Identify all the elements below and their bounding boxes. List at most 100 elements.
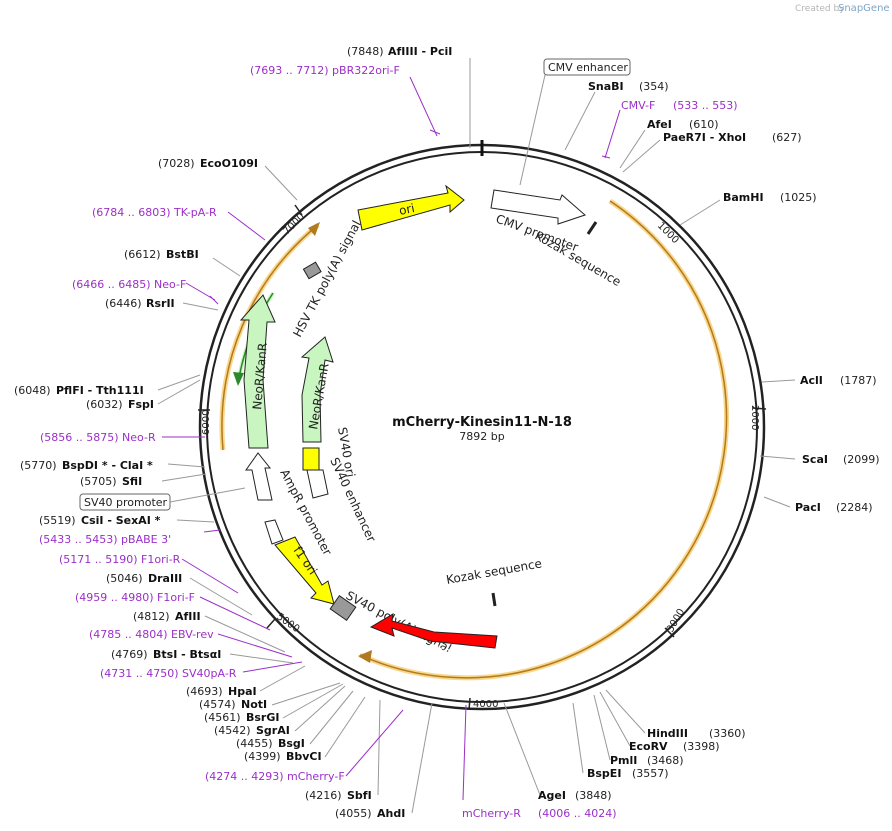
feature-neor-kanr-outer[interactable]: NeoR/KanR bbox=[239, 294, 276, 449]
svg-text:DraIII: DraIII bbox=[148, 572, 182, 585]
feature-label-hsv-tk: HSV TK poly(A) signal bbox=[290, 218, 363, 339]
site-afliii-pcii[interactable]: (7848) AfIIII - PciI bbox=[347, 45, 452, 58]
feature-kozak-top[interactable]: Kozak sequence bbox=[533, 221, 624, 289]
feature-cmv-promoter[interactable]: CMV promoter bbox=[490, 189, 586, 254]
site-fspi[interactable]: (6032) FspI bbox=[86, 398, 154, 411]
site-bspdi-clai[interactable]: (5770) BspDI * - ClaI * bbox=[20, 459, 153, 472]
primer-f1ori-f[interactable]: (4959 .. 4980) F1ori-F bbox=[75, 591, 195, 604]
boxed-label-cmv-enhancer[interactable]: CMV enhancer bbox=[519, 58, 631, 186]
site-bsrgi[interactable]: (4561) BsrGI bbox=[204, 711, 279, 724]
site-csii-sexai[interactable]: (5519) CsiI - SexAI * bbox=[39, 514, 161, 527]
site-afiii[interactable]: (4812) AfIII bbox=[133, 610, 201, 623]
feature-ori[interactable]: ori bbox=[357, 184, 465, 231]
primer-leaders bbox=[162, 76, 621, 801]
svg-text:(7028): (7028) bbox=[158, 157, 195, 170]
site-rsrii[interactable]: (6446) RsrII bbox=[105, 297, 175, 310]
svg-text:CsiI - SexAI *: CsiI - SexAI * bbox=[81, 514, 161, 527]
site-hindiii[interactable]: HindIII (3360) bbox=[647, 727, 746, 740]
primer-cmv-f[interactable]: CMV-F bbox=[621, 99, 655, 112]
primer-pbabe-3[interactable]: (5433 .. 5453) pBABE 3' bbox=[39, 533, 171, 546]
svg-text:HpaI: HpaI bbox=[228, 685, 257, 698]
svg-text:SnaBI: SnaBI bbox=[588, 80, 624, 93]
site-ecoo109i[interactable]: (7028) EcoO109I bbox=[158, 157, 258, 170]
site-pflfi-tth111i[interactable]: (6048) PflFI - Tth111I bbox=[14, 384, 144, 397]
site-ahdi[interactable]: (4055) AhdI bbox=[335, 807, 405, 820]
site-bamhi[interactable]: BamHI (1025) bbox=[723, 191, 817, 204]
site-bsgi[interactable]: (4455) BsgI bbox=[236, 737, 305, 750]
svg-text:(5519): (5519) bbox=[39, 514, 76, 527]
svg-text:AfeI: AfeI bbox=[647, 118, 672, 131]
site-paer7i-xhoi[interactable]: PaeR7I - XhoI (627) bbox=[663, 131, 802, 144]
svg-text:(5705): (5705) bbox=[80, 475, 117, 488]
site-btsi[interactable]: (4769) BtsI - BtsαI bbox=[111, 648, 221, 661]
created-by-text: Created by bbox=[795, 4, 845, 14]
feature-neor-kanr-inner[interactable]: NeoR/KanR bbox=[300, 336, 334, 443]
svg-text:BstBI: BstBI bbox=[166, 248, 199, 261]
tick-3000: 3000 bbox=[665, 607, 687, 635]
svg-text:(3468): (3468) bbox=[647, 754, 684, 767]
svg-text:(4812): (4812) bbox=[133, 610, 170, 623]
svg-text:(1025): (1025) bbox=[780, 191, 817, 204]
site-afei[interactable]: AfeI (610) bbox=[647, 118, 719, 131]
orange-arc-right bbox=[358, 198, 729, 681]
site-bspei[interactable]: BspEI (3557) bbox=[587, 767, 669, 780]
site-snabi[interactable]: SnaBI (354) bbox=[588, 80, 669, 93]
site-acli[interactable]: AclI (1787) bbox=[800, 374, 877, 387]
site-bbvci[interactable]: (4399) BbvCI bbox=[244, 750, 322, 763]
boxed-label-sv40-promoter[interactable]: SV40 promoter bbox=[79, 487, 246, 511]
scale-ticks: 1000 2000 3000 4000 5000 6000 7000 bbox=[198, 204, 767, 711]
svg-text:(2284): (2284) bbox=[836, 501, 873, 514]
feature-hsv-tk-polya[interactable]: HSV TK poly(A) signal bbox=[290, 218, 363, 339]
svg-text:SV40 promoter: SV40 promoter bbox=[84, 496, 168, 509]
svg-text:(6446): (6446) bbox=[105, 297, 142, 310]
primer-sv40pa-r[interactable]: (4731 .. 4750) SV40pA-R bbox=[100, 667, 237, 680]
svg-text:(4542): (4542) bbox=[214, 724, 251, 737]
svg-text:RsrII: RsrII bbox=[146, 297, 175, 310]
feature-mcherry[interactable]: mCherry bbox=[369, 613, 498, 662]
svg-text:HindIII: HindIII bbox=[647, 727, 688, 740]
tick-2000: 2000 bbox=[749, 405, 760, 430]
svg-text:(627): (627) bbox=[772, 131, 802, 144]
svg-text:(4055): (4055) bbox=[335, 807, 372, 820]
svg-text:(5770): (5770) bbox=[20, 459, 57, 472]
svg-text:ScaI: ScaI bbox=[802, 453, 828, 466]
site-pmli[interactable]: PmlI (3468) bbox=[610, 754, 684, 767]
site-agei[interactable]: AgeI (3848) bbox=[538, 789, 612, 802]
primer-cmv-f-range: (533 .. 553) bbox=[673, 99, 738, 112]
site-scai[interactable]: ScaI (2099) bbox=[802, 453, 880, 466]
primer-ebv-rev[interactable]: (4785 .. 4804) EBV-rev bbox=[89, 628, 214, 641]
primer-pbr322ori-f[interactable]: (7693 .. 7712) pBR322ori-F bbox=[250, 64, 400, 77]
feature-label-ori: ori bbox=[398, 201, 416, 218]
site-hpai[interactable]: (4693) HpaI bbox=[186, 685, 257, 698]
svg-text:(7848): (7848) bbox=[347, 45, 384, 58]
svg-text:BsrGI: BsrGI bbox=[246, 711, 279, 724]
svg-text:PacI: PacI bbox=[795, 501, 821, 514]
svg-text:BbvCI: BbvCI bbox=[286, 750, 322, 763]
svg-text:SbfI: SbfI bbox=[347, 789, 372, 802]
primer-mcherry-r[interactable]: mCherry-R bbox=[462, 807, 521, 820]
primer-tk-pa-r[interactable]: (6784 .. 6803) TK-pA-R bbox=[92, 206, 217, 219]
site-noti[interactable]: (4574) NotI bbox=[199, 698, 267, 711]
site-draiii[interactable]: (5046) DraIII bbox=[106, 572, 182, 585]
svg-text:(1787): (1787) bbox=[840, 374, 877, 387]
site-bstbi[interactable]: (6612) BstBI bbox=[124, 248, 199, 261]
primer-mcherry-f[interactable]: (4274 .. 4293) mCherry-F bbox=[205, 770, 345, 783]
svg-text:FspI: FspI bbox=[128, 398, 154, 411]
site-sbfi[interactable]: (4216) SbfI bbox=[305, 789, 372, 802]
site-sfii[interactable]: (5705) SfiI bbox=[80, 475, 142, 488]
snapgene-logo-text: SnapGene bbox=[838, 3, 890, 14]
svg-text:(4216): (4216) bbox=[305, 789, 342, 802]
svg-text:(4455): (4455) bbox=[236, 737, 273, 750]
site-sgrai[interactable]: (4542) SgrAI bbox=[214, 724, 290, 737]
primer-neo-f[interactable]: (6466 .. 6485) Neo-F bbox=[72, 278, 186, 291]
feature-kozak-bottom[interactable]: Kozak sequence bbox=[445, 556, 543, 607]
svg-text:PflFI - Tth111I: PflFI - Tth111I bbox=[56, 384, 144, 397]
primer-neo-r[interactable]: (5856 .. 5875) Neo-R bbox=[40, 431, 156, 444]
backbone bbox=[198, 140, 766, 711]
primer-f1ori-r[interactable]: (5171 .. 5190) F1ori-R bbox=[59, 553, 181, 566]
svg-text:NotI: NotI bbox=[241, 698, 267, 711]
svg-text:(3398): (3398) bbox=[683, 740, 720, 753]
svg-text:(3848): (3848) bbox=[575, 789, 612, 802]
site-paci[interactable]: PacI (2284) bbox=[795, 501, 873, 514]
site-ecorv[interactable]: EcoRV (3398) bbox=[629, 740, 720, 753]
